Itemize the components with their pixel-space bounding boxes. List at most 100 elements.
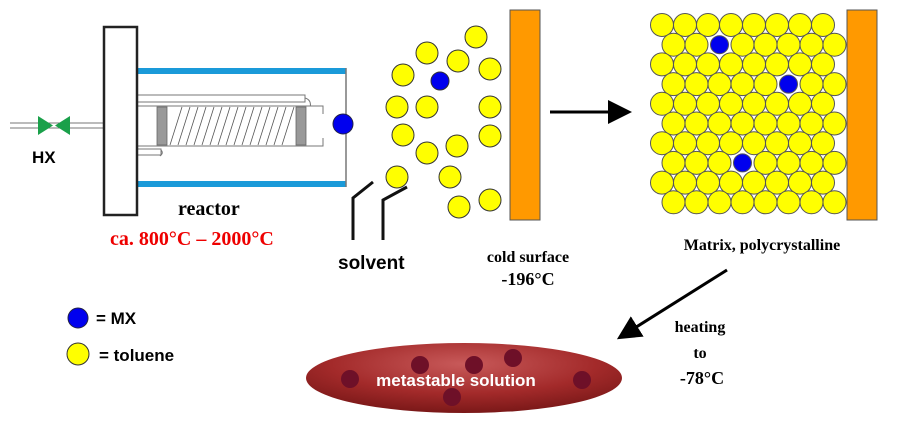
matrix-toluene-particle — [799, 111, 824, 136]
matrix-toluene-particle — [673, 170, 697, 195]
matrix-toluene-particle — [730, 72, 755, 97]
matrix-toluene-particle — [719, 91, 743, 116]
matrix-toluene-particle — [765, 13, 789, 37]
matrix-toluene-particle — [719, 170, 743, 195]
matrix-toluene-particle — [730, 32, 755, 57]
mx-particle — [332, 113, 354, 135]
solution-label: metastable solution — [376, 371, 536, 390]
matrix-lattice — [650, 13, 847, 215]
matrix-toluene-particle — [776, 190, 801, 215]
solvent-label: solvent — [338, 253, 405, 274]
cold-surface-temperature: -196°C — [501, 269, 554, 289]
reactor — [102, 25, 347, 217]
matrix-toluene-particle — [822, 32, 847, 57]
matrix-toluene-particle — [684, 111, 709, 136]
matrix-mx-particle — [710, 35, 729, 55]
matrix-toluene-particle — [742, 13, 766, 37]
matrix-toluene-particle — [673, 91, 697, 116]
matrix-toluene-particle — [684, 32, 709, 57]
matrix-toluene-particle — [673, 52, 697, 77]
matrix-toluene-particle — [673, 131, 697, 156]
matrix-toluene-particle — [753, 111, 778, 136]
matrix-toluene-particle — [661, 111, 686, 136]
matrix-toluene-particle — [742, 52, 766, 77]
matrix-toluene-particle — [753, 190, 778, 215]
legend: = MX = toluene — [66, 307, 174, 366]
reactor-label: reactor — [178, 198, 240, 220]
matrix-toluene-particle — [684, 190, 709, 215]
heating-label-line3: -78°C — [680, 368, 724, 388]
matrix-toluene-particle — [753, 150, 778, 175]
matrix-toluene-particle — [788, 13, 812, 37]
matrix-mx-particle — [779, 74, 798, 94]
matrix-toluene-particle — [811, 170, 835, 195]
heating-label-line2: to — [693, 345, 706, 362]
matrix-toluene-particle — [765, 52, 789, 77]
matrix-toluene-particle — [742, 170, 766, 195]
solvent-inlet — [351, 180, 408, 240]
matrix-toluene-particle — [822, 111, 847, 136]
matrix-toluene-particle — [730, 190, 755, 215]
matrix-toluene-particle — [684, 150, 709, 175]
matrix-toluene-particle — [776, 150, 801, 175]
matrix-toluene-particle — [822, 72, 847, 97]
metastable-solution: metastable solution — [306, 343, 622, 413]
matrix-toluene-particle — [696, 52, 720, 77]
matrix-toluene-particle — [753, 72, 778, 97]
matrix-toluene-particle — [696, 91, 720, 116]
matrix-toluene-particle — [776, 32, 801, 57]
matrix-toluene-particle — [661, 190, 686, 215]
matrix-toluene-particle — [650, 170, 674, 195]
legend-mx-label: = MX — [96, 309, 137, 328]
matrix-toluene-particle — [707, 150, 732, 175]
reactor-temperature: ca. 800°C – 2000°C — [110, 228, 274, 250]
matrix-toluene-particle — [753, 32, 778, 57]
matrix-toluene-particle — [661, 72, 686, 97]
heating-label-line1: heating — [675, 319, 726, 336]
matrix-toluene-particle — [811, 52, 835, 77]
gas-inlet-line — [10, 122, 104, 129]
matrix-toluene-particle — [684, 72, 709, 97]
matrix-toluene-particle — [719, 52, 743, 77]
arrow-down-left-icon — [616, 268, 728, 340]
matrix-toluene-particle — [661, 150, 686, 175]
matrix-mx-particle — [733, 153, 752, 173]
matrix-toluene-particle — [788, 52, 812, 77]
matrix-toluene-particle — [788, 170, 812, 195]
legend-toluene-label: = toluene — [99, 346, 174, 365]
matrix-toluene-particle — [765, 91, 789, 116]
cold-surface-matrix — [846, 9, 878, 221]
matrix-toluene-particle — [742, 91, 766, 116]
matrix-toluene-particle — [788, 91, 812, 116]
matrix-toluene-particle — [742, 131, 766, 156]
matrix-toluene-particle — [650, 91, 674, 116]
matrix-toluene-particle — [650, 131, 674, 156]
matrix-toluene-particle — [765, 170, 789, 195]
matrix-toluene-particle — [765, 131, 789, 156]
matrix-toluene-particle — [730, 111, 755, 136]
valve-icon — [38, 116, 70, 135]
legend-toluene-icon — [66, 342, 90, 366]
matrix-toluene-particle — [707, 190, 732, 215]
matrix-toluene-particle — [707, 111, 732, 136]
heating-coil — [169, 106, 295, 146]
matrix-toluene-particle — [799, 72, 824, 97]
matrix-toluene-particle — [822, 190, 847, 215]
matrix-toluene-particle — [799, 190, 824, 215]
matrix-label: Matrix, polycrystalline — [684, 237, 840, 254]
matrix-toluene-particle — [696, 170, 720, 195]
matrix-toluene-particle — [719, 13, 743, 37]
legend-mx-icon — [67, 307, 89, 329]
matrix-toluene-particle — [822, 150, 847, 175]
matrix-toluene-particle — [811, 13, 835, 37]
cold-surface — [509, 9, 541, 221]
reactor-flange — [102, 25, 139, 217]
matrix-toluene-particle — [799, 32, 824, 57]
cold-surface-label: cold surface — [487, 249, 569, 266]
gas-phase-particles — [385, 25, 502, 219]
matrix-toluene-particle — [811, 91, 835, 116]
matrix-toluene-particle — [650, 13, 674, 37]
matrix-toluene-particle — [788, 131, 812, 156]
matrix-toluene-particle — [650, 52, 674, 77]
